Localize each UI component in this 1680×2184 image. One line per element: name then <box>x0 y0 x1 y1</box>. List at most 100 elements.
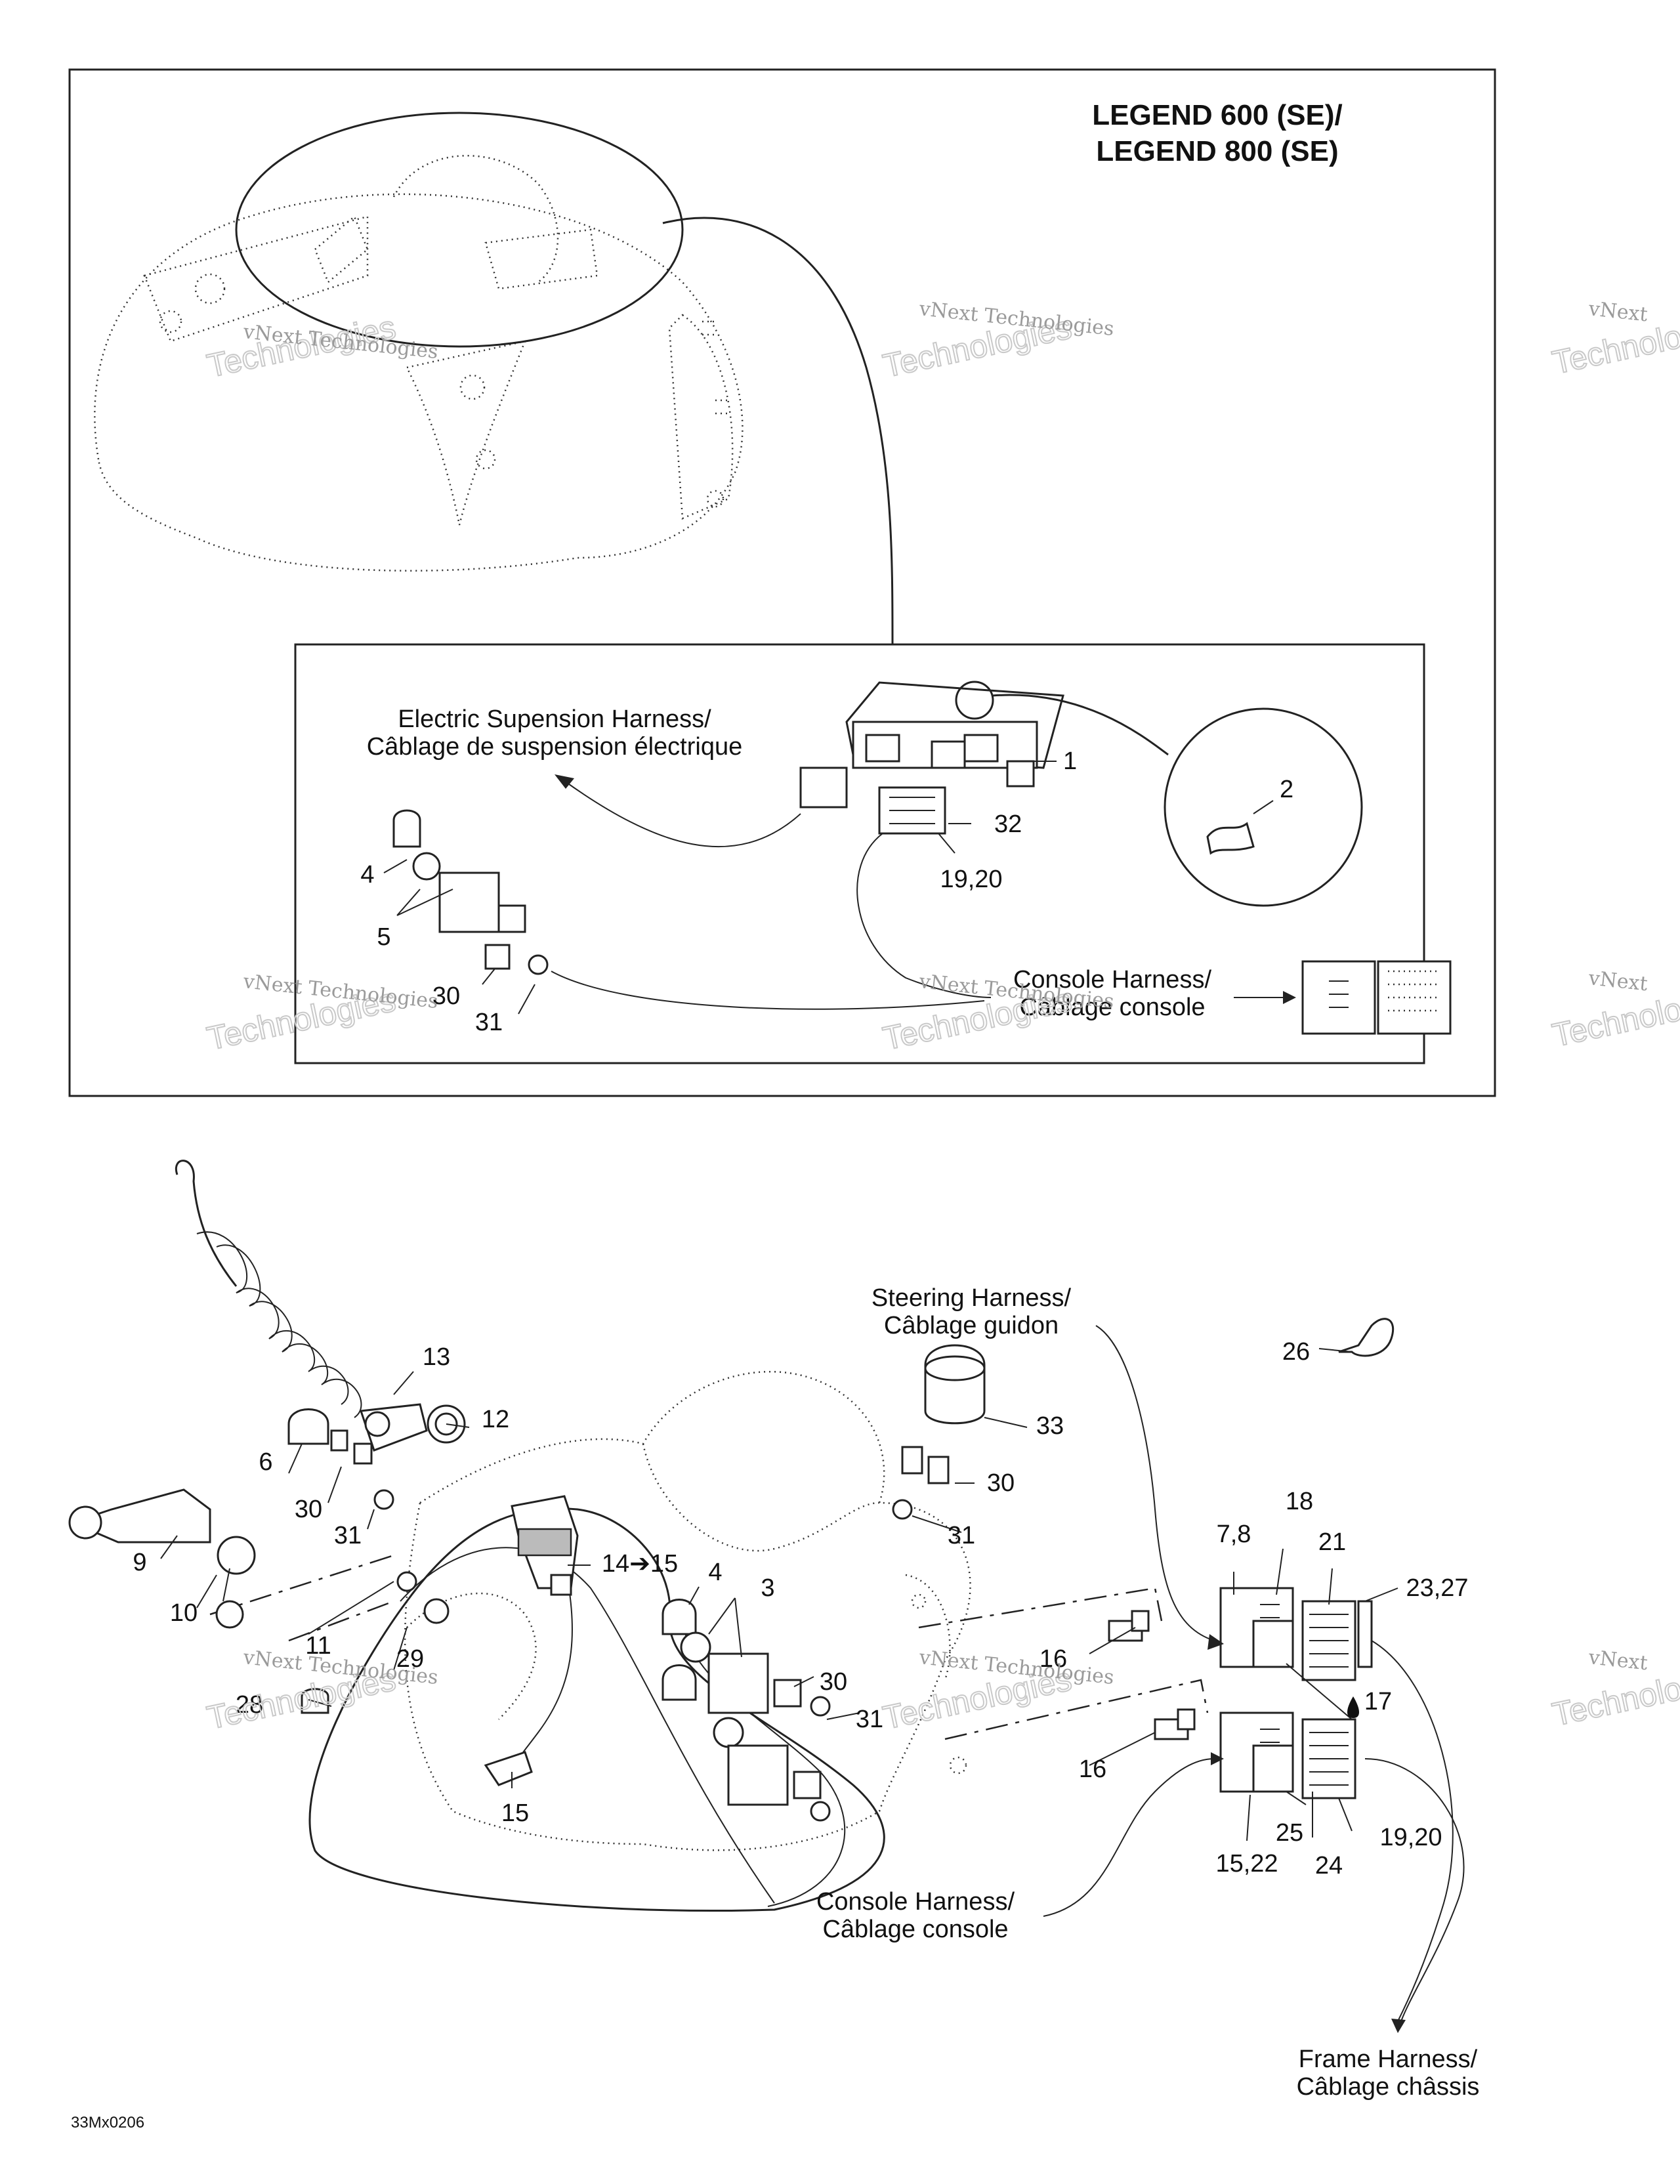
clips-16 <box>1108 1610 1196 1740</box>
arrow-head-console-bottom <box>1211 1752 1224 1765</box>
dashdot-line-right-upper <box>918 1587 1163 1629</box>
connector-small-plug <box>799 766 848 808</box>
svg-text:21: 21 <box>1318 1528 1346 1556</box>
svg-text:15: 15 <box>501 1799 529 1827</box>
hood-outline-top <box>94 155 744 572</box>
svg-text:15,22: 15,22 <box>1215 1850 1278 1878</box>
arrow-steering-harness <box>1095 1325 1215 1641</box>
svg-text:33: 33 <box>1036 1412 1064 1440</box>
ignition-switch-14 <box>511 1495 579 1596</box>
svg-text:13: 13 <box>423 1343 450 1371</box>
wire-connector-to-console <box>856 833 992 998</box>
leader-to-inset <box>662 217 894 645</box>
svg-text:23,27: 23,27 <box>1406 1574 1468 1602</box>
dashdot-line-right-lower <box>944 1679 1209 1740</box>
steering-label-2: Câblage guidon <box>884 1312 1059 1339</box>
frame-label-1: Frame Harness/ <box>1299 2046 1478 2073</box>
svg-text:7,8: 7,8 <box>1217 1521 1251 1548</box>
switch-stack-center <box>662 1599 831 1822</box>
svg-text:vNext: vNext <box>1587 297 1648 326</box>
svg-text:9: 9 <box>133 1549 146 1576</box>
terminal-15 <box>484 1751 533 1786</box>
top-panel-frame <box>68 68 1496 1097</box>
top-inset-frame <box>294 643 1425 1064</box>
svg-text:4: 4 <box>708 1559 722 1586</box>
title-line-1: LEGEND 600 (SE)/ <box>1092 99 1342 131</box>
svg-text:2: 2 <box>1280 776 1293 803</box>
svg-text:vNext: vNext <box>1587 967 1648 996</box>
title-line-2: LEGEND 800 (SE) <box>1096 135 1338 167</box>
svg-text:32: 32 <box>994 810 1022 838</box>
svg-text:6: 6 <box>259 1448 272 1476</box>
svg-text:31: 31 <box>334 1522 362 1549</box>
detail-circle-module <box>955 681 994 720</box>
watermark-group: Technologies vNext Technologies Technolo… <box>203 297 1680 1737</box>
svg-text:28: 28 <box>236 1691 263 1719</box>
detail-circle-top <box>235 112 684 348</box>
console-label-top-1: Console Harness/ <box>1013 966 1211 994</box>
svg-text:24: 24 <box>1315 1852 1343 1880</box>
part-2-clip <box>1206 822 1255 855</box>
console-label-bottom-1: Console Harness/ <box>816 1888 1015 1916</box>
console-harness-loop <box>308 1507 885 1912</box>
svg-text:12: 12 <box>482 1406 509 1433</box>
svg-text:4: 4 <box>360 861 374 889</box>
svg-text:18: 18 <box>1286 1488 1313 1515</box>
connector-link-diagonal <box>1286 1663 1353 1720</box>
tether-cord-13 <box>175 1160 428 1452</box>
connector-32-pins <box>889 797 935 824</box>
console-connector-pair-inset <box>1301 960 1452 1035</box>
svg-text:14➔15: 14➔15 <box>602 1550 678 1578</box>
control-module-1 <box>845 681 1064 788</box>
svg-text:29: 29 <box>396 1645 424 1673</box>
svg-text:30: 30 <box>987 1469 1015 1497</box>
bottom-left-parts <box>68 1404 466 1714</box>
grease-drop-17 <box>1347 1696 1359 1718</box>
dashdot-line-left <box>209 1554 394 1642</box>
arrow-electric-suspension <box>564 780 801 848</box>
svg-text:11: 11 <box>305 1632 331 1660</box>
callouts-top: 1 2 32 19,20 4 5 30 31 <box>360 747 1293 1036</box>
connector-block-lower <box>1219 1712 1356 1799</box>
hood-outline-bottom <box>404 1370 971 1851</box>
arrow-head-electric <box>555 774 574 789</box>
cable-tie-26 <box>1338 1318 1395 1357</box>
console-label-top-2: Câblage console <box>1019 994 1205 1021</box>
svg-text:30: 30 <box>820 1668 847 1696</box>
arrow-frame-harness <box>1364 1640 1465 2022</box>
svg-text:31: 31 <box>948 1522 975 1549</box>
svg-text:31: 31 <box>856 1706 883 1733</box>
callouts-bottom: 13 12 6 30 31 9 10 11 29 28 14➔15 15 4 3… <box>133 1338 1468 1880</box>
arrow-head-frame <box>1391 2019 1406 2033</box>
svg-text:26: 26 <box>1282 1338 1310 1366</box>
steering-label-1: Steering Harness/ <box>872 1284 1072 1312</box>
svg-text:30: 30 <box>432 982 460 1010</box>
svg-text:30: 30 <box>295 1496 322 1523</box>
svg-text:19,20: 19,20 <box>1379 1824 1442 1851</box>
leader-to-detail-2 <box>992 694 1169 756</box>
svg-text:17: 17 <box>1364 1688 1392 1715</box>
svg-text:19,20: 19,20 <box>940 866 1002 893</box>
arrow-head-console-inset <box>1283 991 1296 1004</box>
svg-text:vNext: vNext <box>1587 1646 1648 1675</box>
frame-label-2: Câblage châssis <box>1297 2073 1480 2101</box>
switch-33 <box>892 1344 986 1520</box>
svg-text:3: 3 <box>761 1574 774 1602</box>
svg-text:5: 5 <box>377 923 390 951</box>
detail-circle-2 <box>1164 707 1363 907</box>
arrow-head-steering <box>1208 1634 1224 1650</box>
electric-suspension-label-1: Electric Supension Harness/ <box>398 705 711 733</box>
svg-text:10: 10 <box>170 1599 198 1627</box>
svg-text:31: 31 <box>475 1009 503 1036</box>
svg-text:16: 16 <box>1079 1755 1106 1783</box>
svg-text:25: 25 <box>1276 1819 1303 1847</box>
electric-suspension-label-2: Câblage de suspension électrique <box>367 733 743 761</box>
switch-group-top <box>392 809 549 975</box>
wire-switch-to-console <box>551 971 985 1010</box>
svg-text:1: 1 <box>1063 747 1077 775</box>
footer-code: 33Mx0206 <box>71 2114 144 2132</box>
svg-text:16: 16 <box>1040 1645 1067 1673</box>
arrow-console-bottom <box>1043 1758 1215 1917</box>
connector-block-upper <box>1219 1587 1373 1681</box>
